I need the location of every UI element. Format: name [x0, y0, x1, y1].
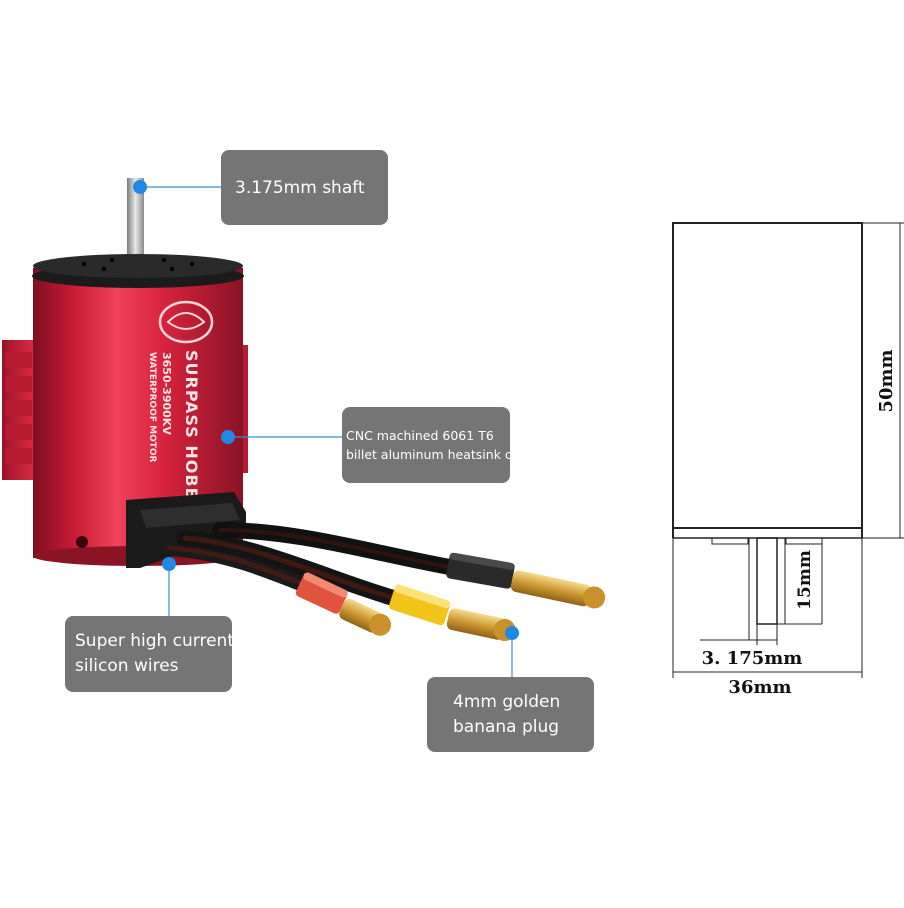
width-dimension-label: 36mm: [728, 677, 791, 698]
callout-plug-line1: 4mm golden: [453, 691, 561, 712]
banana-plug-1: [339, 599, 392, 636]
banana-plug-3: [510, 570, 606, 609]
shaft-diameter-label: 3. 175mm: [702, 648, 803, 669]
callout-shaft: 3.175mm shaft: [221, 150, 388, 225]
callout-plug-line2: banana plug: [453, 716, 560, 737]
marker-can: [221, 430, 235, 444]
callout-leaders: [140, 186, 513, 677]
callout-heatsink-can: CNC machined 6061 T6 billet aluminum hea…: [342, 407, 528, 483]
heat-shrink-red: [295, 572, 348, 614]
callout-wires: Super high current silicon wires: [65, 616, 235, 692]
heat-shrink-black: [446, 552, 515, 589]
heat-shrink-yellow: [389, 584, 451, 626]
callout-can-line2: billet aluminum heatsink can: [346, 447, 528, 462]
screw-hole: [76, 536, 88, 548]
callout-wires-line1: Super high current: [75, 631, 235, 651]
motor-shaft: [127, 178, 144, 268]
marker-shaft: [133, 180, 147, 194]
motor-end-cap: [32, 254, 244, 288]
marker-wires: [162, 557, 176, 571]
callout-can-line1: CNC machined 6061 T6: [346, 428, 494, 443]
callout-banana-plug: 4mm golden banana plug: [427, 677, 594, 752]
motor-subtitle: WATERPROOF MOTOR: [147, 352, 157, 463]
height-dimension-label: 50mm: [876, 349, 897, 412]
banana-plug-2: [446, 608, 516, 642]
shaft-length-label: 15mm: [795, 550, 815, 610]
marker-plug: [505, 626, 519, 640]
motor-logo: [158, 300, 214, 344]
dimension-drawing: [672, 222, 904, 678]
motor-model: 3650-3900KV: [160, 352, 173, 435]
callout-shaft-text: 3.175mm shaft: [235, 177, 365, 198]
callout-wires-line2: silicon wires: [75, 656, 179, 676]
motor-brand: SURPASS HOBBY: [182, 350, 201, 512]
